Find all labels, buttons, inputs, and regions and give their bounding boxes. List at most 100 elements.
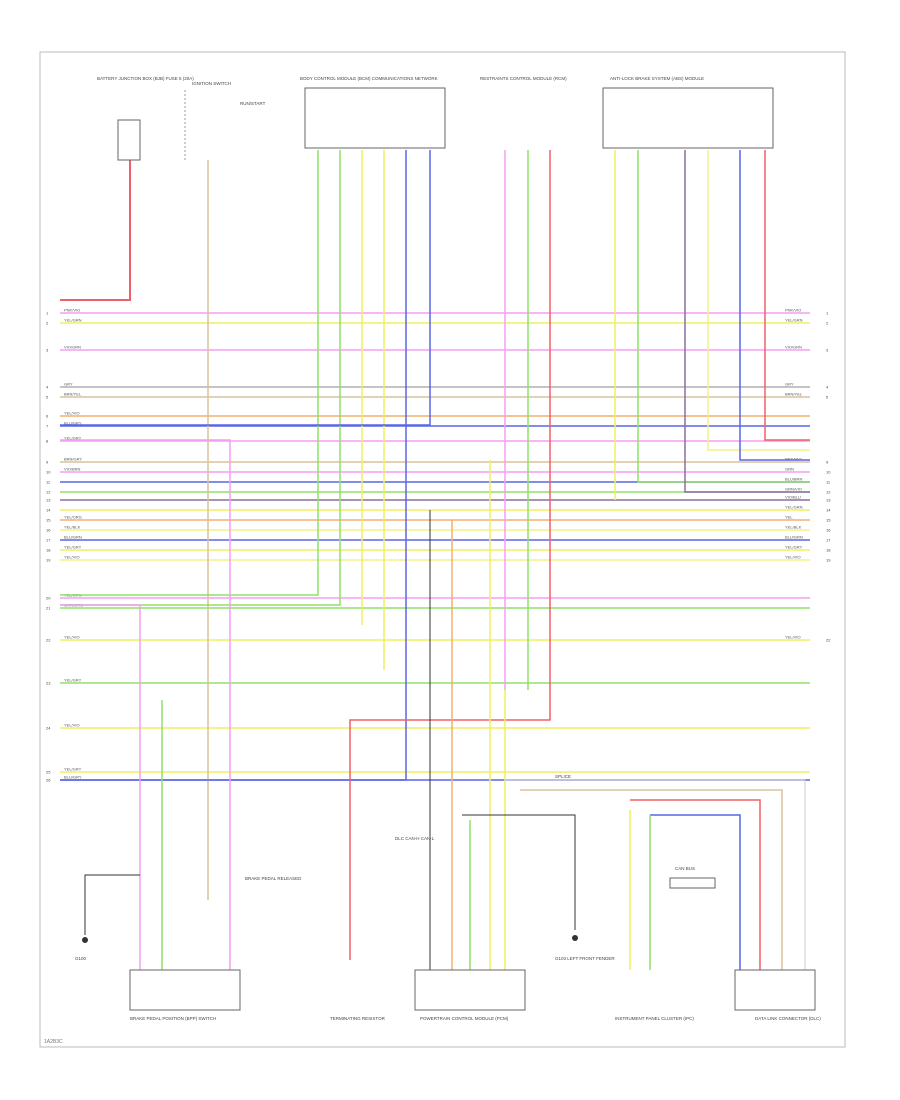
row-number-left: 15 xyxy=(46,518,51,523)
row-number-left: 9 xyxy=(46,460,49,465)
wire-pcm-6 xyxy=(462,814,576,930)
row-number-right: 3 xyxy=(826,348,829,353)
row-label-right: YEL/GRN xyxy=(785,318,803,323)
row-number-right: 9 xyxy=(826,460,829,465)
terminating-label: TERMINATING RESISTOR xyxy=(330,1016,386,1021)
dlc-label: DATA LINK CONNECTOR (DLC) xyxy=(755,1016,821,1021)
row-label-right: GRN xyxy=(785,467,794,472)
row-number-right: 15 xyxy=(826,518,831,523)
row-label-left: YEL/VIO xyxy=(64,555,80,560)
wire-abs-5 xyxy=(739,150,810,461)
row-number-right: 17 xyxy=(826,538,831,543)
row-number-right: 1 xyxy=(826,311,829,316)
row-label-left: PNK/VIO xyxy=(64,308,80,313)
bcm-component: BODY CONTROL MODULE (BCM) COMMUNICATIONS… xyxy=(300,76,446,149)
row-number-left: 26 xyxy=(46,778,51,783)
row-number-left: 17 xyxy=(46,538,51,543)
rcm-component: RESTRAINTS CONTROL MODULE (RCM) xyxy=(480,76,567,81)
wire-fuse-red xyxy=(60,160,131,301)
row-label-left: YEL/VIO xyxy=(64,635,80,640)
row-label-right: YEL/GRY xyxy=(785,545,803,550)
ipc-sub-label: CAN BUS xyxy=(675,866,695,871)
fuse-box xyxy=(117,119,141,161)
row-number-right: 5 xyxy=(826,395,829,400)
ground-g103: G103 LEFT FRONT FENDER xyxy=(555,935,615,961)
row-label-right: YEL/BLK xyxy=(785,525,802,530)
fuse-component: BATTERY JUNCTION BOX (BJB) FUSE 5 (20A) xyxy=(97,76,194,161)
row-label-right: VIO/GRN xyxy=(785,345,802,350)
row-number-left: 16 xyxy=(46,528,51,533)
bpp-box xyxy=(129,969,241,1011)
wire-abs-4 xyxy=(707,150,810,451)
row-label-left: YEL/VIO xyxy=(64,723,80,728)
row-label-right: YEL/VIO xyxy=(785,635,801,640)
row-number-left: 6 xyxy=(46,414,49,419)
bcm-box xyxy=(304,87,446,149)
bpp-switch: BRAKE PEDAL POSITION (BPP) SWITCH BRAKE … xyxy=(129,876,302,1021)
pcm-note: DLC CAN-H CAN-L xyxy=(395,836,435,841)
row-number-left: 5 xyxy=(46,395,49,400)
pcm-box xyxy=(414,969,526,1011)
row-number-right: 11 xyxy=(826,480,831,485)
dlc-component: DATA LINK CONNECTOR (DLC) xyxy=(734,969,821,1021)
row-label-right: GRY xyxy=(785,382,794,387)
fuse-label: BATTERY JUNCTION BOX (BJB) FUSE 5 (20A) xyxy=(97,76,194,81)
row-label-left: YEL/ORG xyxy=(64,515,82,520)
footer-code: 1A2B3C xyxy=(44,1039,63,1045)
bpp-note: BRAKE PEDAL RELEASED xyxy=(245,876,302,881)
row-number-right: 2 xyxy=(826,321,829,326)
ground-g100-label: G100 xyxy=(75,956,87,961)
row-label-left: YEL/GRY xyxy=(64,545,82,550)
ignition-note: RUN/START xyxy=(240,101,266,106)
wire-ipc-top xyxy=(505,779,806,970)
bpp-label: BRAKE PEDAL POSITION (BPP) SWITCH xyxy=(130,1016,216,1021)
vertical-wires xyxy=(60,150,810,970)
row-number-right: 22 xyxy=(826,638,831,643)
wire-bcm-1 xyxy=(60,150,319,596)
row-label-left: BLU/GRY xyxy=(64,421,82,426)
splice-label: SPLICE xyxy=(555,774,571,779)
wire-bcm-5 xyxy=(60,150,407,781)
row-number-left: 19 xyxy=(46,558,51,563)
wire-ipc-3 xyxy=(650,814,741,970)
row-number-left: 21 xyxy=(46,606,51,611)
ignition-switch: IGNITION SWITCH RUN/START xyxy=(184,81,266,160)
row-label-left: YEL/GRN xyxy=(64,318,82,323)
row-label-left: VIO/BRN xyxy=(64,467,81,472)
row-label-left: BLU/GRY xyxy=(64,775,82,780)
row-label-left: GRY xyxy=(64,382,73,387)
row-label-right: BLU/BRN xyxy=(785,477,802,482)
row-number-right: 18 xyxy=(826,548,831,553)
row-label-left: YEL/GRY xyxy=(64,767,82,772)
wire-abs-3 xyxy=(684,150,810,493)
row-label-right: YEL/GRN xyxy=(785,505,803,510)
row-label-left: YEL/GRY xyxy=(64,678,82,683)
row-label-right: BRN/YEL xyxy=(785,392,803,397)
row-label-right: YEL xyxy=(785,515,793,520)
wire-ipc-1 xyxy=(520,789,783,970)
row-number-left: 12 xyxy=(46,490,51,495)
row-number-right: 4 xyxy=(826,385,829,390)
row-number-left: 10 xyxy=(46,470,51,475)
diagram-border xyxy=(39,51,846,1048)
ipc-inner-box xyxy=(669,877,716,889)
row-number-left: 3 xyxy=(46,348,49,353)
row-number-left: 22 xyxy=(46,638,51,643)
wire-abs-6 xyxy=(764,150,810,441)
ground-g100-node xyxy=(82,937,88,943)
row-number-left: 14 xyxy=(46,508,51,513)
wire-bcm-2 xyxy=(60,150,341,606)
row-number-left: 23 xyxy=(46,681,51,686)
wire-rcm-3 xyxy=(349,150,551,960)
row-label-left: BRN/YEL xyxy=(64,392,82,397)
row-label-left: BLU/GRN xyxy=(64,535,82,540)
ground-g103-node xyxy=(572,935,578,941)
row-number-right: 13 xyxy=(826,498,831,503)
row-label-right: PNK/VIO xyxy=(785,308,801,313)
terminating-resistor: TERMINATING RESISTOR xyxy=(330,1016,386,1021)
row-number-right: 14 xyxy=(826,508,831,513)
row-label-left: BRN/GRY xyxy=(64,457,82,462)
wire-bpp-pink2 xyxy=(60,439,231,970)
pcm-component: POWERTRAIN CONTROL MODULE (PCM) DLC CAN-… xyxy=(395,836,526,1021)
